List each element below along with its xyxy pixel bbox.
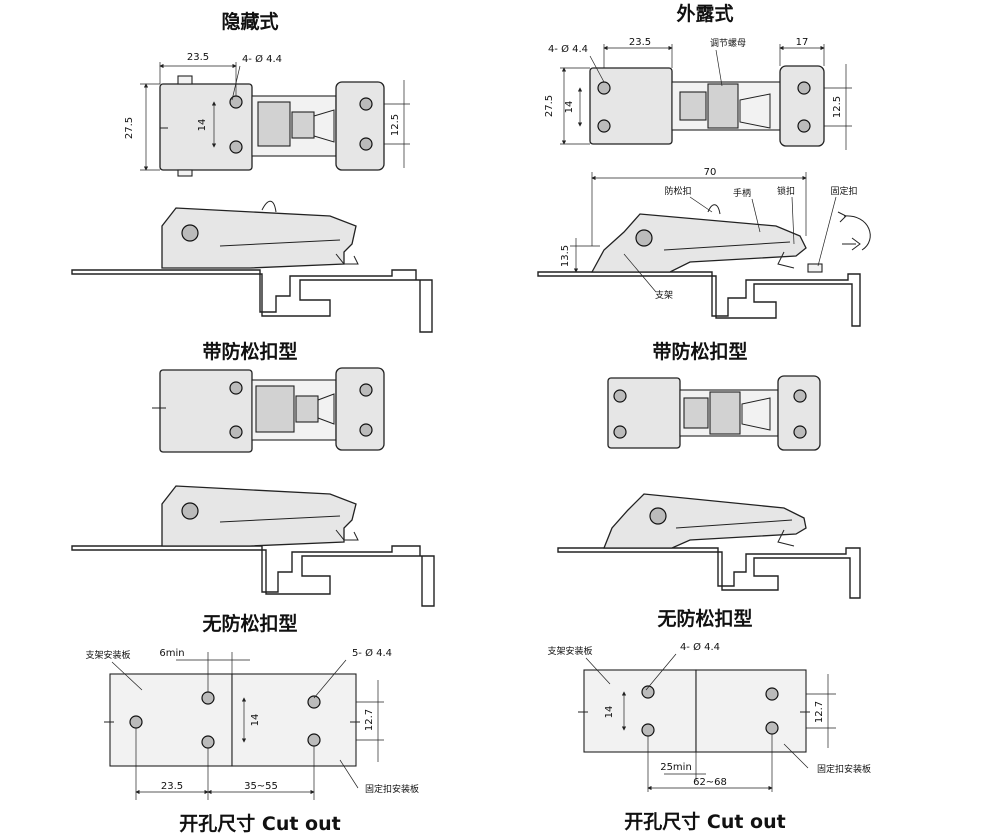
exposed-side-view (537, 204, 871, 327)
title-cutout-left: 开孔尺寸 Cut out (179, 812, 340, 835)
title-exposed: 外露式 (676, 2, 733, 25)
exposed-width-label: 23.5 (629, 37, 651, 48)
exposed-side-dims: 70 防松扣 手柄 锁扣 固定扣 13.5 支架 (560, 167, 858, 301)
handle-label: 手柄 (733, 187, 751, 199)
no-lock-right-side-view (557, 493, 861, 599)
exposed-top-view (589, 65, 825, 147)
cutout-right-range: 62~68 (693, 777, 727, 788)
cutout-right-min-gap: 25min (660, 762, 692, 773)
exposed-right-pitch-label: 12.5 (832, 96, 843, 118)
with-lock-right-top-view (607, 375, 821, 451)
cutout-left-holes: 5- Ø 4.4 (352, 647, 392, 659)
title-cutout-right: 开孔尺寸 Cut out (624, 810, 785, 833)
cutout-left-range: 35~55 (244, 781, 278, 792)
no-lock-left-side-view (71, 485, 435, 607)
hidden-height-label: 27.5 (124, 117, 135, 139)
title-with-lock-left: 带防松扣型 (202, 340, 297, 363)
exposed-length-label: 70 (704, 167, 717, 178)
with-lock-left-top-view (152, 367, 385, 453)
cutout-right-dims: 支架安装板 4- Ø 4.4 14 12.7 25min 62~68 固定扣安装… (547, 641, 871, 792)
exposed-nut-label: 调节螺母 (710, 38, 746, 49)
title-with-lock-right: 带防松扣型 (652, 340, 747, 363)
cutout-left-fixed-plate: 固定扣安装板 (365, 783, 419, 795)
title-hidden: 隐藏式 (221, 10, 278, 33)
exposed-right-width-label: 17 (796, 37, 809, 48)
title-no-lock-right: 无防松扣型 (657, 607, 752, 630)
hidden-pitch-label: 14 (197, 119, 208, 132)
cutout-left-width: 23.5 (161, 781, 183, 792)
cutout-left-pitch: 14 (250, 714, 261, 727)
cutout-left-plate-label: 支架安装板 (85, 649, 130, 661)
cutout-left-min-gap: 6min (159, 648, 184, 659)
cutout-right-plate-label: 支架安装板 (547, 645, 592, 657)
exposed-top-dims: 4- Ø 4.4 23.5 调节螺母 17 27.5 14 12.5 (544, 37, 852, 150)
cutout-right-pitch: 14 (604, 706, 615, 719)
bracket-label: 支架 (655, 289, 673, 301)
cutout-right-fixed-plate: 固定扣安装板 (817, 763, 871, 775)
cutout-left-view (104, 673, 360, 767)
exposed-side-height-label: 13.5 (560, 245, 571, 267)
exposed-height-label: 27.5 (544, 95, 555, 117)
cutout-right-view (578, 669, 810, 753)
cutout-left-dims: 支架安装板 6min 5- Ø 4.4 14 12.7 23.5 35~55 固… (85, 647, 419, 800)
exposed-pitch-label: 14 (564, 101, 575, 114)
cutout-right-right-pitch: 12.7 (814, 701, 825, 723)
hidden-side-view (71, 200, 433, 333)
lock-hook-label: 锁扣 (777, 185, 795, 197)
hidden-holes-label: 4- Ø 4.4 (242, 53, 282, 65)
title-no-lock-left: 无防松扣型 (202, 612, 297, 635)
hidden-top-view (159, 75, 385, 177)
hidden-top-dims: 23.5 4- Ø 4.4 27.5 14 12.5 (124, 52, 410, 171)
cutout-left-right-pitch: 12.7 (364, 709, 375, 731)
cutout-right-holes: 4- Ø 4.4 (680, 641, 720, 653)
hidden-width-label: 23.5 (187, 52, 209, 63)
fixed-hook-label: 固定扣 (830, 185, 857, 197)
exposed-holes-label: 4- Ø 4.4 (548, 43, 588, 55)
hidden-right-pitch-label: 12.5 (390, 114, 401, 136)
anti-loose-label: 防松扣 (664, 185, 691, 197)
